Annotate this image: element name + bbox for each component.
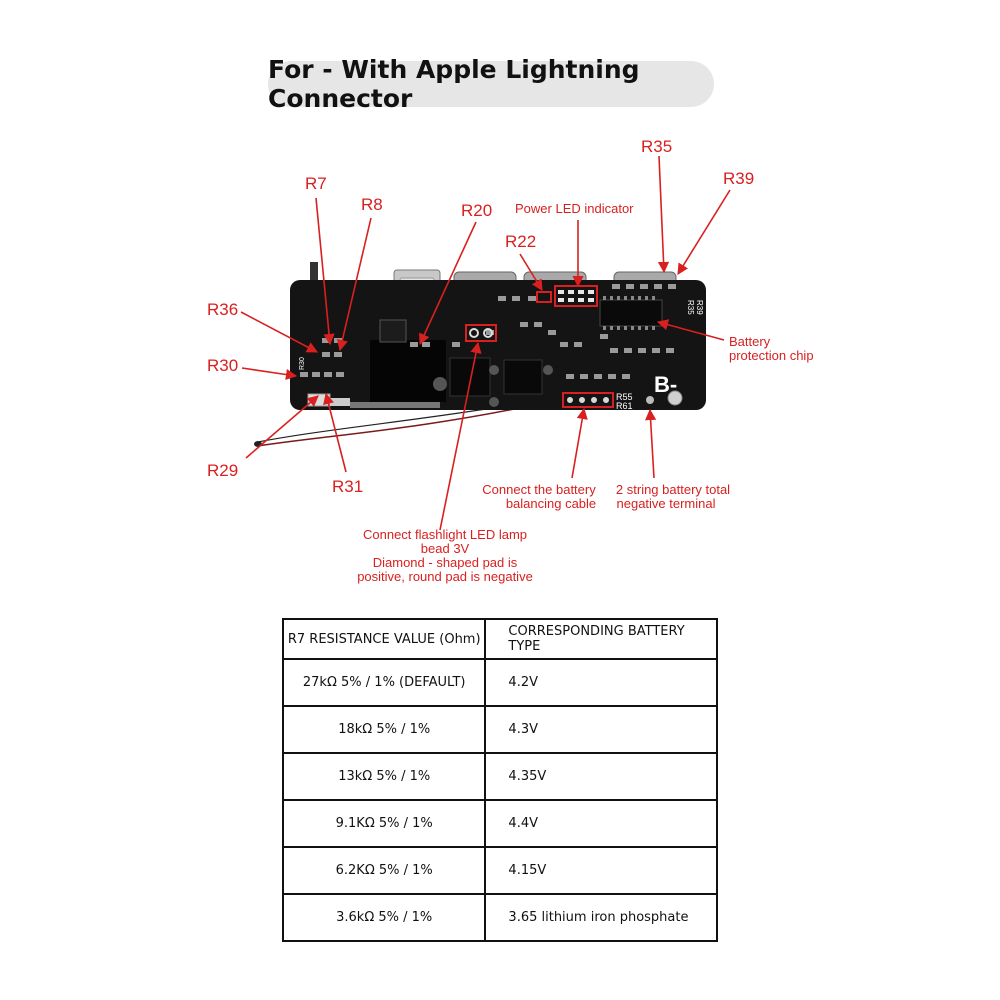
label-flashlight-1: Connect flashlight LED lamp [363, 527, 527, 542]
r22-highlight-box [536, 291, 552, 303]
table-cell-battery-type: 4.3V [484, 705, 718, 754]
label-power-led: Power LED indicator [515, 201, 634, 216]
table-row: 18kΩ 5% / 1% 4.3V [281, 705, 718, 754]
label-negative-2: negative terminal [617, 496, 716, 511]
board-mark-b-minus: B- [654, 372, 677, 397]
board-mark-r35: R35 [686, 300, 695, 315]
table-row: 3.6kΩ 5% / 1% 3.65 lithium iron phosphat… [281, 893, 718, 942]
table-header-resistance: R7 RESISTANCE VALUE (Ohm) [281, 618, 487, 660]
label-battery-protection-2: protection chip [729, 348, 814, 363]
pointer-r20 [419, 221, 477, 346]
pointer-protection-chip [656, 319, 725, 341]
pcb-diagram: B- R55 R61 R35 R39 R30 R7 R8 R20 R22 R35… [207, 137, 814, 584]
label-r22: R22 [505, 232, 536, 251]
balancing-pad-box [562, 392, 614, 408]
label-r39: R39 [723, 169, 754, 188]
flashlight-pad-box [465, 324, 497, 342]
board-mark-r61: R61 [616, 401, 633, 411]
table-cell-battery-type: 4.2V [484, 658, 718, 707]
table-cell-battery-type: 4.4V [484, 799, 718, 848]
table-header-row: R7 RESISTANCE VALUE (Ohm) CORRESPONDING … [281, 618, 718, 660]
pointer-r8 [336, 217, 372, 352]
label-negative-1: 2 string battery total [616, 482, 730, 497]
table-cell-resistance: 27kΩ 5% / 1% (DEFAULT) [281, 658, 487, 707]
table-cell-resistance: 13kΩ 5% / 1% [281, 752, 487, 801]
table-header-battery-type: CORRESPONDING BATTERY TYPE [484, 618, 718, 660]
board-mark-r30: R30 [299, 357, 306, 370]
resistance-table: R7 RESISTANCE VALUE (Ohm) CORRESPONDING … [281, 618, 718, 942]
table-row: 9.1KΩ 5% / 1% 4.4V [281, 799, 718, 848]
table-cell-resistance: 9.1KΩ 5% / 1% [281, 799, 487, 848]
board-mark-r39: R39 [695, 300, 704, 315]
label-r36: R36 [207, 300, 238, 319]
label-r20: R20 [461, 201, 492, 220]
label-flashlight-2: bead 3V [421, 541, 470, 556]
table-row: 13kΩ 5% / 1% 4.35V [281, 752, 718, 801]
pointer-r29 [245, 395, 319, 459]
label-flashlight-4: positive, round pad is negative [357, 569, 533, 584]
side-switch [310, 262, 318, 284]
board-mark-r55: R55 [616, 392, 633, 402]
label-battery-protection-1: Battery [729, 334, 771, 349]
label-balancing-2: balancing cable [506, 496, 596, 511]
label-r29: R29 [207, 461, 238, 480]
pcb-board: B- R55 R61 R35 R39 R30 [290, 262, 706, 411]
pointer-r31 [323, 392, 347, 473]
pointer-r39 [677, 189, 731, 275]
table-cell-resistance: 6.2KΩ 5% / 1% [281, 846, 487, 895]
label-flashlight-3: Diamond - shaped pad is [373, 555, 518, 570]
pointer-r30 [241, 367, 298, 381]
pointer-negative [645, 408, 657, 479]
label-r7: R7 [305, 174, 327, 193]
label-r30: R30 [207, 356, 238, 375]
pointer-r7 [315, 197, 335, 346]
label-r31: R31 [332, 477, 363, 496]
table-cell-battery-type: 3.65 lithium iron phosphate [484, 893, 718, 942]
table-cell-battery-type: 4.35V [484, 752, 718, 801]
pointer-flashlight [439, 341, 482, 531]
pointer-r22 [519, 253, 543, 291]
table-cell-resistance: 3.6kΩ 5% / 1% [281, 893, 487, 942]
label-r8: R8 [361, 195, 383, 214]
pointer-r35 [657, 155, 670, 274]
wire-red [257, 401, 549, 447]
table-row: 27kΩ 5% / 1% (DEFAULT) 4.2V [281, 658, 718, 707]
label-balancing-1: Connect the battery [482, 482, 596, 497]
table-row: 6.2KΩ 5% / 1% 4.15V [281, 846, 718, 895]
table-cell-resistance: 18kΩ 5% / 1% [281, 705, 487, 754]
label-r35: R35 [641, 137, 672, 156]
pointer-r36 [240, 311, 318, 353]
pointer-balancing [571, 407, 588, 479]
table-cell-battery-type: 4.15V [484, 846, 718, 895]
